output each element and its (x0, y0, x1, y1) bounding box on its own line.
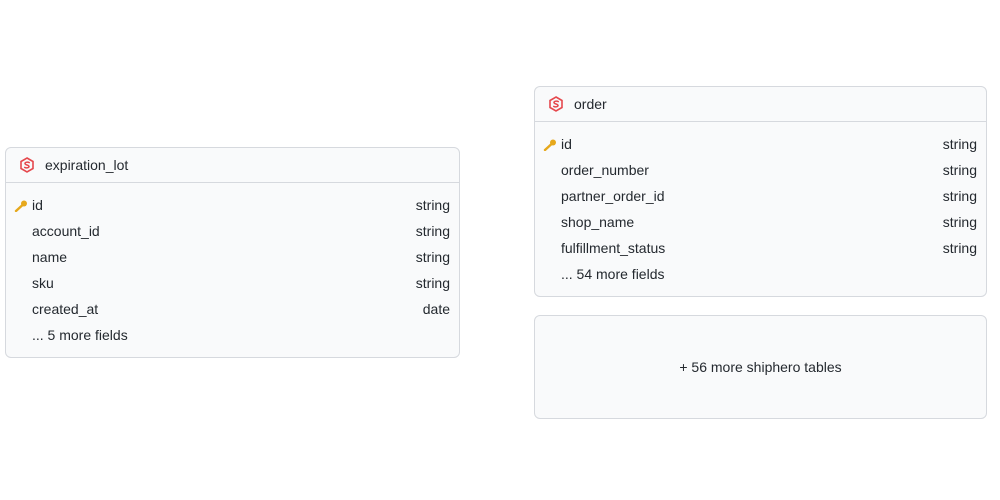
field-row[interactable]: account_id string (6, 218, 459, 244)
more-fields-label: ... 54 more fields (561, 266, 665, 282)
table-card-header: expiration_lot (6, 148, 459, 183)
field-row[interactable]: shop_name string (535, 209, 986, 235)
more-fields-link[interactable]: ... 54 more fields (535, 261, 986, 287)
field-name: id (561, 136, 572, 152)
table-name: expiration_lot (45, 157, 129, 173)
key-icon (14, 199, 28, 213)
field-name: sku (32, 275, 54, 291)
field-name: partner_order_id (561, 188, 665, 204)
field-list: id string order_number string partner_or… (535, 122, 986, 287)
field-name: order_number (561, 162, 649, 178)
field-type: string (415, 197, 450, 213)
field-row[interactable]: id string (535, 131, 986, 157)
field-list: id string account_id string name string … (6, 183, 459, 348)
field-row[interactable]: id string (6, 192, 459, 218)
field-name: fulfillment_status (561, 240, 666, 256)
table-card-expiration-lot[interactable]: expiration_lot id string account_id stri… (5, 147, 460, 358)
field-type: string (415, 275, 450, 291)
more-fields-link[interactable]: ... 5 more fields (6, 322, 459, 348)
field-type: string (415, 223, 450, 239)
field-name: account_id (32, 223, 100, 239)
field-type: string (942, 240, 977, 256)
field-type: date (422, 301, 450, 317)
table-card-order[interactable]: order id string order_number string part… (534, 86, 987, 297)
shiphero-logo-icon (548, 96, 564, 112)
shiphero-logo-icon (19, 157, 35, 173)
field-type: string (942, 136, 977, 152)
more-tables-card[interactable]: + 56 more shiphero tables (534, 315, 987, 419)
table-name: order (574, 96, 607, 112)
field-name: name (32, 249, 68, 265)
field-row[interactable]: sku string (6, 270, 459, 296)
field-type: string (415, 249, 450, 265)
field-type: string (942, 188, 977, 204)
field-row[interactable]: name string (6, 244, 459, 270)
field-name: created_at (32, 301, 99, 317)
field-row[interactable]: partner_order_id string (535, 183, 986, 209)
field-name: id (32, 197, 43, 213)
field-row[interactable]: created_at date (6, 296, 459, 322)
field-type: string (942, 214, 977, 230)
table-card-header: order (535, 87, 986, 122)
more-fields-label: ... 5 more fields (32, 327, 128, 343)
field-row[interactable]: order_number string (535, 157, 986, 183)
field-name: shop_name (561, 214, 635, 230)
field-type: string (942, 162, 977, 178)
key-icon (543, 138, 557, 152)
more-tables-label: + 56 more shiphero tables (679, 359, 842, 375)
field-row[interactable]: fulfillment_status string (535, 235, 986, 261)
